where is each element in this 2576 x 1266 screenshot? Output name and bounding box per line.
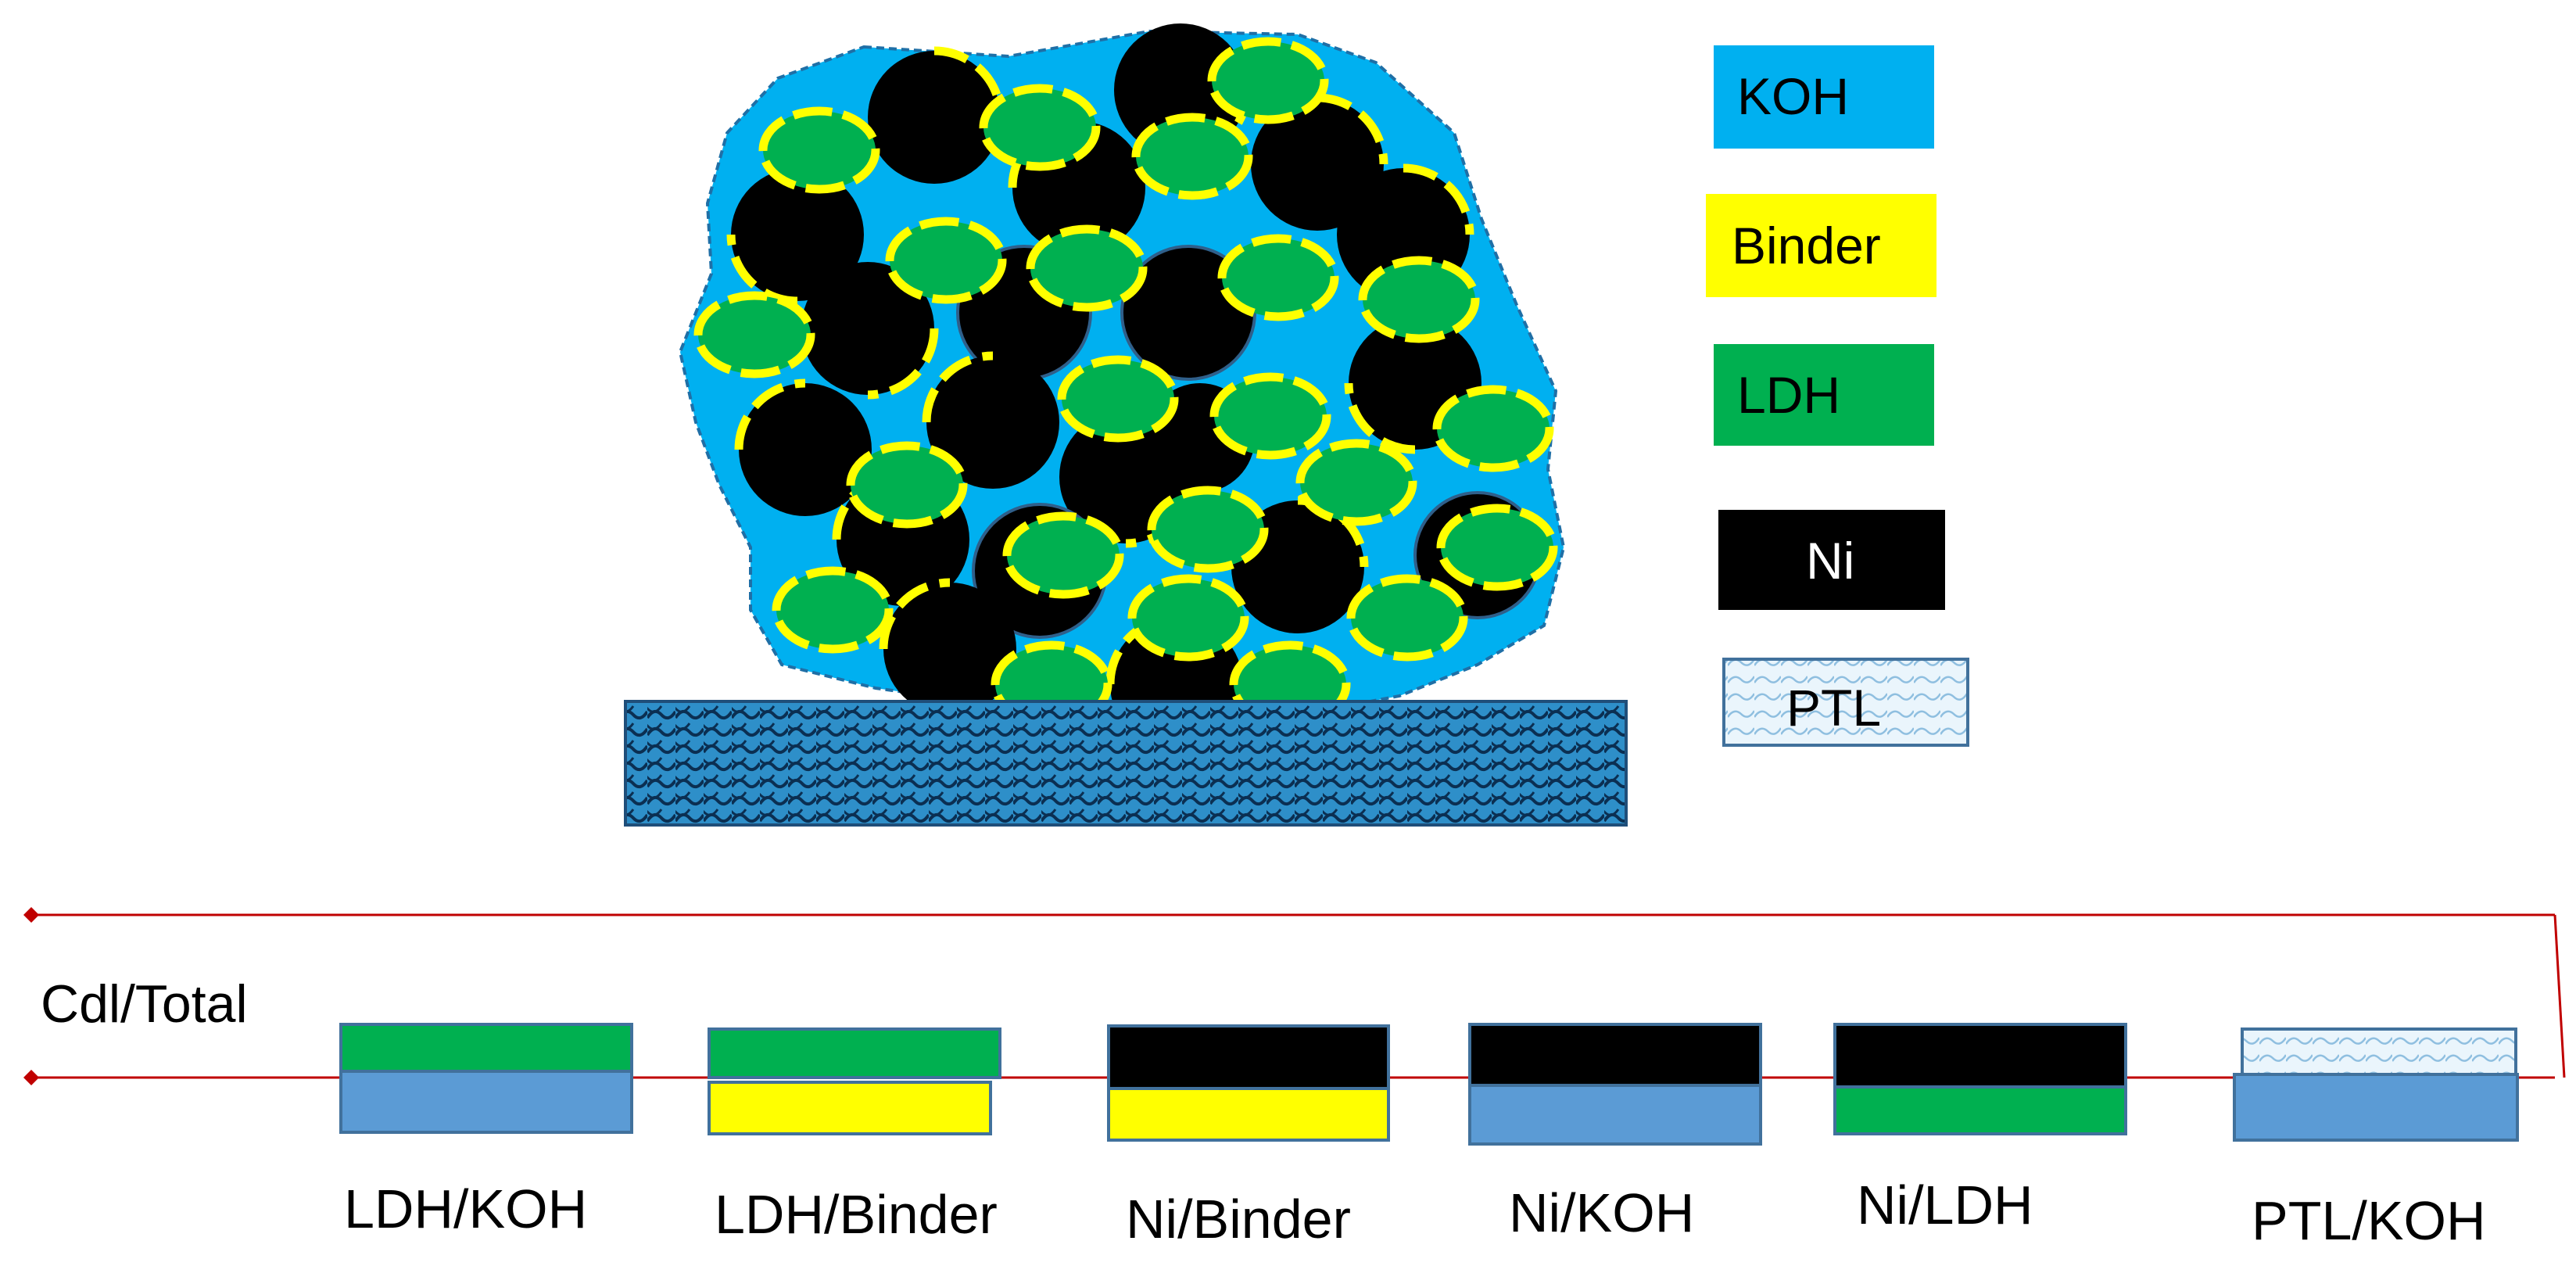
- ldh-particle: [1131, 113, 1253, 200]
- interface-label-ni-binder: Ni/Binder: [1126, 1189, 1351, 1250]
- ni-particle: [801, 262, 939, 400]
- interface-label-ni-koh: Ni/KOH: [1509, 1182, 1694, 1243]
- binder-swatch: [1706, 194, 1936, 297]
- top-diamond-marker: [23, 907, 39, 923]
- ni-particle: [879, 578, 1016, 715]
- legend-label-ldh: LDH: [1737, 366, 1840, 424]
- ldh-particle: [1358, 256, 1480, 343]
- legend-label-ptl: PTL: [1786, 679, 1881, 737]
- koh-swatch: [1714, 45, 1934, 149]
- interface-pairs: LDH/KOH LDH/Binder Ni/Binder Ni/KOH Ni/L…: [339, 1023, 2519, 1251]
- ldh-particle: [693, 291, 815, 378]
- ldh-particle: [1436, 504, 1558, 591]
- ni-swatch: [1718, 510, 1945, 610]
- ldh-particle: [979, 84, 1101, 171]
- legend-label-koh: KOH: [1737, 67, 1849, 125]
- interface-top-ptl: [2241, 1028, 2517, 1076]
- ldh-particle: [1147, 486, 1269, 573]
- ptl-substrate: [624, 700, 1628, 827]
- legend-item-koh: KOH: [1714, 45, 1934, 149]
- interface-top-ldh: [708, 1028, 1001, 1079]
- interface-top-ni: [1468, 1023, 1762, 1087]
- interface-ptl-koh: PTL/KOH: [2233, 1028, 2519, 1251]
- interface-ldh-binder: LDH/Binder: [708, 1028, 1001, 1245]
- bottom-diamond-marker: [23, 1070, 39, 1085]
- ldh-particle: [885, 217, 1007, 304]
- interface-label-ni-ldh: Ni/LDH: [1857, 1175, 2033, 1236]
- interface-bottom-ldh: [1833, 1085, 2127, 1135]
- interface-bottom-koh: [1468, 1084, 1762, 1146]
- interface-ni-binder: Ni/Binder: [1107, 1024, 1390, 1250]
- interface-label-ldh-binder: LDH/Binder: [715, 1184, 998, 1245]
- interface-bottom-binder: [1107, 1087, 1390, 1142]
- interface-top-ni: [1833, 1023, 2127, 1088]
- particle-cluster: [678, 23, 1566, 751]
- legend-item-ni: Ni: [1718, 510, 1945, 610]
- ldh-particles: [693, 37, 1558, 728]
- ldh-particle: [1127, 574, 1249, 662]
- ldh-swatch: [1714, 344, 1934, 446]
- ldh-particle: [1057, 355, 1179, 443]
- ptl-swatch: [1722, 658, 1969, 747]
- legend-item-binder: Binder: [1706, 194, 1936, 297]
- right-connector-line: [2553, 914, 2566, 1078]
- interface-ni-koh: Ni/KOH: [1468, 1023, 1762, 1243]
- interface-ldh-koh: LDH/KOH: [339, 1023, 633, 1239]
- legend-item-ptl: PTL: [1722, 658, 1969, 747]
- ni-particle: [734, 378, 872, 516]
- ldh-particle: [1026, 224, 1148, 312]
- interface-bottom-koh: [2233, 1073, 2519, 1142]
- interface-top-ni: [1107, 1024, 1390, 1090]
- ni-particle: [868, 46, 1005, 184]
- interface-top-ldh: [339, 1023, 633, 1073]
- ldh-particle: [1217, 234, 1339, 321]
- ldh-particle: [846, 441, 968, 529]
- interface-bottom-binder: [708, 1081, 992, 1135]
- legend-label-ni: Ni: [1806, 532, 1854, 590]
- ldh-particle: [1346, 574, 1468, 662]
- ldh-particle: [1432, 385, 1554, 472]
- interface-label-ldh-koh: LDH/KOH: [344, 1178, 587, 1239]
- ldh-particle: [1209, 372, 1331, 460]
- ni-particle: [922, 351, 1059, 489]
- ldh-particle: [758, 106, 880, 194]
- legend: KOH Binder LDH Ni PTL: [1706, 45, 1969, 747]
- interface-ni-ldh: Ni/LDH: [1833, 1023, 2127, 1236]
- interface-label-ptl-koh: PTL/KOH: [2252, 1190, 2486, 1251]
- ldh-particle: [772, 566, 894, 654]
- legend-label-binder: Binder: [1732, 217, 1881, 274]
- cdl-total-label: Cdl/Total: [41, 974, 248, 1034]
- legend-item-ldh: LDH: [1714, 344, 1934, 446]
- interface-bottom-koh: [339, 1070, 633, 1134]
- ldh-particle: [1295, 439, 1417, 526]
- ldh-particle: [1002, 511, 1124, 599]
- ldh-particle: [1207, 37, 1329, 124]
